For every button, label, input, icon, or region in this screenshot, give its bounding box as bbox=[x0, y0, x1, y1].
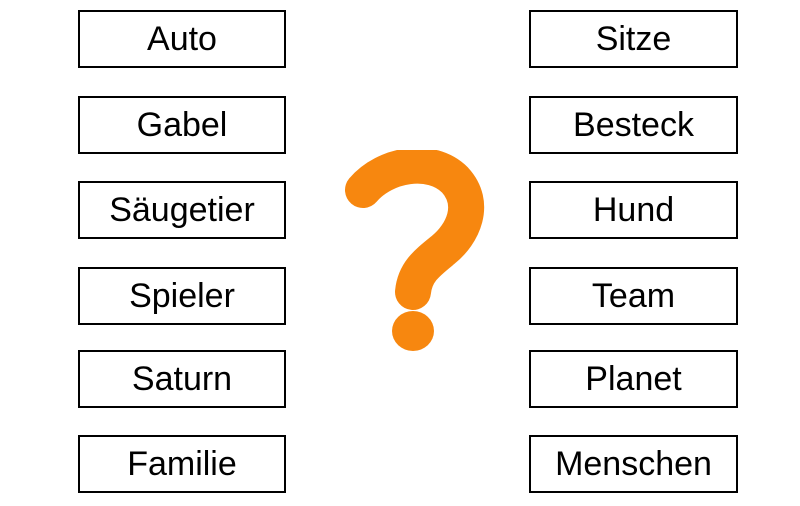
right-word-box-sitze[interactable]: Sitze bbox=[529, 10, 738, 68]
question-mark-dot bbox=[392, 311, 434, 351]
left-word-box-familie[interactable]: Familie bbox=[78, 435, 286, 493]
left-word-box-saturn[interactable]: Saturn bbox=[78, 350, 286, 408]
question-mark-icon bbox=[345, 150, 485, 351]
right-word-box-besteck[interactable]: Besteck bbox=[529, 96, 738, 154]
left-word-box-gabel[interactable]: Gabel bbox=[78, 96, 286, 154]
left-word-box-saeugetier[interactable]: Säugetier bbox=[78, 181, 286, 239]
right-word-box-planet[interactable]: Planet bbox=[529, 350, 738, 408]
right-word-box-menschen[interactable]: Menschen bbox=[529, 435, 738, 493]
question-mark-curve bbox=[345, 150, 485, 310]
right-word-box-hund[interactable]: Hund bbox=[529, 181, 738, 239]
right-word-box-team[interactable]: Team bbox=[529, 267, 738, 325]
left-word-box-spieler[interactable]: Spieler bbox=[78, 267, 286, 325]
left-word-box-auto[interactable]: Auto bbox=[78, 10, 286, 68]
